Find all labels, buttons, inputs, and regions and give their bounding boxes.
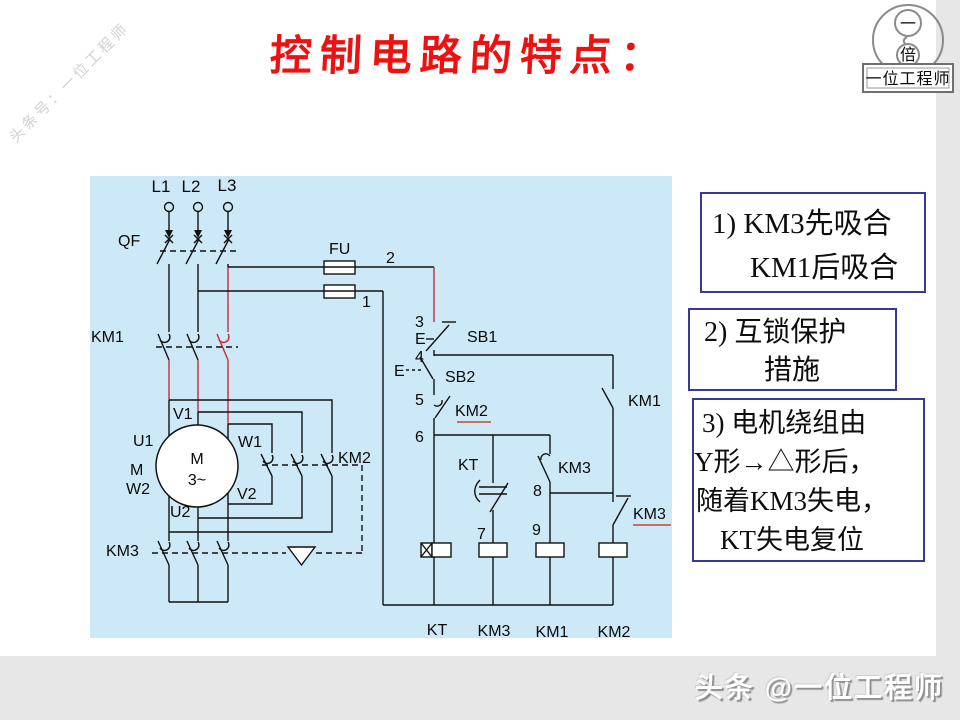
sb1-stop-button: E SB1 [415, 321, 497, 352]
motor-circle [155, 424, 239, 508]
label-l2: L2 [182, 177, 201, 196]
node-3: 3 [415, 314, 424, 331]
label-m-side: M [130, 462, 143, 479]
note-box-1: 1) KM3先吸合 KM1后吸合 [700, 192, 926, 293]
node-8: 8 [533, 483, 542, 500]
label-sb1: SB1 [467, 329, 497, 346]
km3-main-contacts: KM3 [106, 540, 362, 603]
kt-delay-contact: KT 7 [458, 435, 509, 543]
note2-line2: 措施 [764, 355, 821, 386]
note-box-2: 2) 互锁保护 措施 [688, 308, 897, 391]
label-e-sb2: E [394, 363, 405, 380]
qf-breaker: QF [118, 233, 238, 265]
motor-m: M [190, 451, 203, 468]
km3-coil [478, 542, 508, 558]
label-coil-km2: KM2 [598, 624, 631, 638]
km2-coil [598, 542, 628, 558]
node-7: 7 [477, 526, 486, 543]
circuit-background [90, 176, 672, 638]
label-u2: U2 [170, 504, 191, 521]
note1-line1: 1) KM3先吸合 [712, 208, 892, 240]
km1-coil [535, 542, 565, 558]
delta-symbol-icon [286, 546, 317, 567]
label-km2-ctl: KM2 [455, 403, 488, 420]
km2-control-contact: KM2 [433, 395, 491, 423]
fuse-fu: FU 2 1 [198, 241, 434, 311]
label-km3-nc: KM3 [633, 506, 666, 523]
label-km3-no: KM3 [558, 460, 591, 477]
note3-line2: Y形→△形后， [694, 447, 876, 477]
control-circuit: 3 E SB1 4 E SB2 5 KM2 6 KT [382, 267, 671, 641]
logo-name-box [862, 63, 954, 93]
note2-line1: 2) 互锁保护 [704, 317, 847, 348]
coil-row: KT KM3 KM1 KM2 [383, 542, 631, 641]
label-coil-kt: KT [427, 622, 448, 638]
label-l3: L3 [218, 176, 237, 195]
node-5: 5 [415, 392, 424, 409]
label-km2-main: KM2 [338, 450, 371, 467]
note-box-3: 3) 电机绕组由 Y形→△形后， 随着KM3失电， KT失电复位 [692, 398, 925, 562]
label-kt-contact: KT [458, 457, 479, 474]
node-1: 1 [362, 294, 371, 311]
label-km1-main: KM1 [91, 329, 124, 346]
label-v2: V2 [237, 486, 257, 503]
label-qf: QF [118, 233, 140, 250]
sb2-start-button: E SB2 [394, 356, 475, 386]
km2-main-contacts: KM2 [260, 450, 371, 553]
km1-selfhold-contact: KM1 [601, 355, 661, 502]
node-9: 9 [532, 522, 541, 539]
note1-line2: KM1后吸合 [750, 252, 899, 284]
label-w1: W1 [238, 434, 262, 451]
label-v1: V1 [173, 406, 193, 423]
watermark-bottom-right: 头条 @一位工程师 [694, 672, 944, 703]
km3-no-contact: KM3 8 9 [532, 435, 613, 543]
km1-main-contacts: KM1 [91, 329, 238, 361]
logo-bottom-char: 倍 [900, 46, 916, 64]
label-u1: U1 [133, 433, 154, 450]
logo-top-circle [894, 9, 922, 37]
note3-line4: KT失电复位 [720, 525, 864, 555]
motor: M 3~ V1 U1 W1 M W2 U2 V2 [126, 406, 262, 541]
phase-terminals: L1 L2 L3 [152, 176, 237, 238]
logo-top-char: 一 [900, 16, 916, 33]
logo-name-box-inner [866, 67, 950, 89]
page-title: 控制电路的特点： [268, 31, 672, 80]
note3-line3: 随着KM3失电， [696, 486, 889, 516]
label-coil-km3: KM3 [478, 623, 511, 638]
label-e-sb1: E [415, 331, 426, 348]
km3-nc-contact: KM3 [612, 495, 671, 543]
logo-name: 一位工程师 [865, 70, 950, 88]
label-w2: W2 [126, 481, 150, 498]
label-sb2: SB2 [445, 369, 475, 386]
label-l1: L1 [152, 177, 171, 196]
delta-wiring [169, 399, 333, 533]
label-coil-km1: KM1 [536, 624, 569, 638]
node-6: 6 [415, 429, 424, 446]
label-km3-main: KM3 [106, 543, 139, 560]
logo: 一 倍 一位工程师 [858, 2, 958, 101]
node-2: 2 [386, 250, 395, 267]
motor-3ph: 3~ [188, 472, 206, 489]
label-fu: FU [329, 241, 350, 258]
note3-line1: 3) 电机绕组由 [702, 408, 867, 438]
label-km1-ctl: KM1 [628, 393, 661, 410]
circuit-diagram-panel: L1 L2 L3 QF FU 2 1 KM1 [90, 176, 672, 641]
